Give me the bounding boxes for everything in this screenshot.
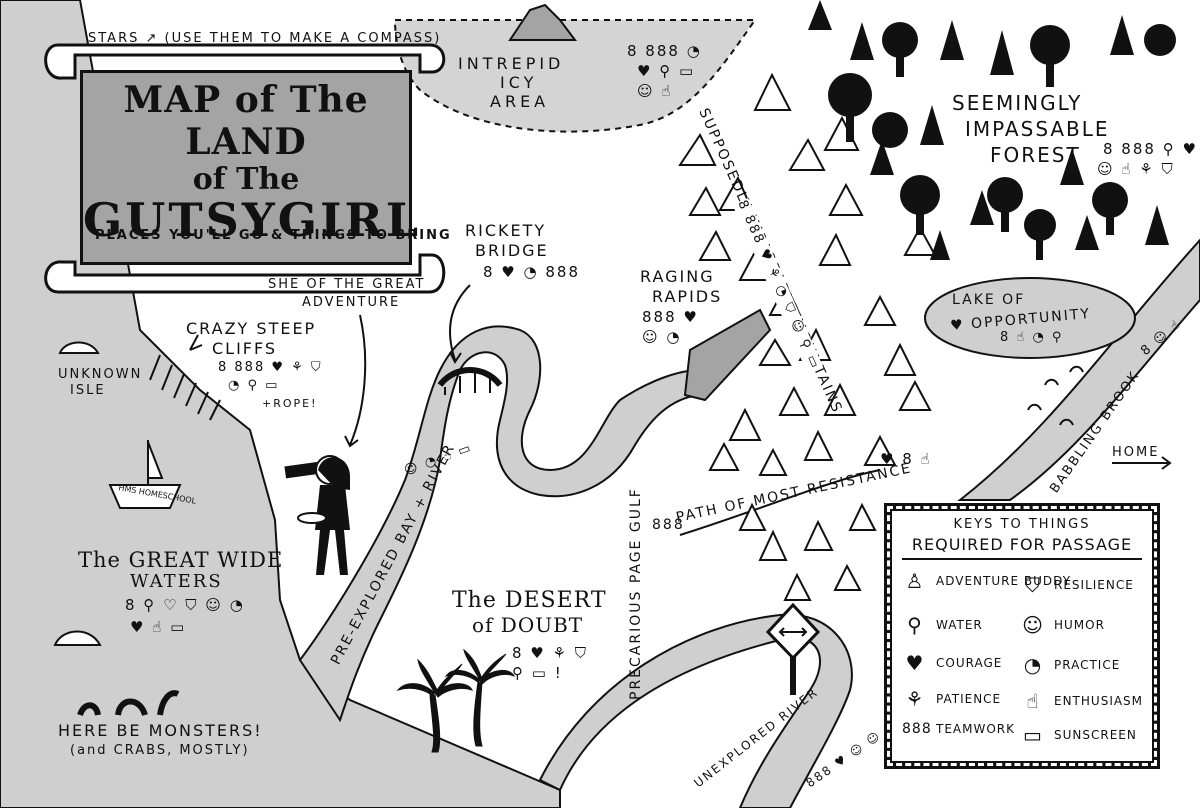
- title-line-1: MAP of The LAND: [123, 79, 369, 163]
- hills: [1027, 365, 1084, 426]
- forest-label-2: IMPASSABLE: [965, 117, 1110, 141]
- lake-label-1: LAKE OF: [952, 292, 1026, 308]
- sea-monsters: [77, 690, 180, 717]
- pre-explored-bay: [298, 325, 701, 723]
- legend-item-resilience: ⛉ RESILIENCE: [1020, 573, 1134, 597]
- road-sign: [765, 602, 821, 695]
- rickety-bridge: [437, 367, 503, 395]
- gulf-label: PRECARIOUS PAGE GULF: [628, 487, 644, 700]
- gutsy-girl-figure: [284, 455, 350, 575]
- enthusiasm-icon: ☝: [1026, 689, 1040, 713]
- forest-icons-2: ☺ ☝ ⚘ ⛉: [1097, 160, 1175, 180]
- cliffs-label-2: CLIFFS: [212, 339, 278, 358]
- forest-label-1: SEEMINGLY: [952, 91, 1083, 115]
- legend-title-top: KEYS TO THINGS: [953, 517, 1091, 532]
- desert-label-1: The DESERT: [452, 588, 607, 613]
- title-banner: MAP of The LAND of The GUTSYGIRL: [80, 70, 422, 265]
- home-label: HOME: [1112, 445, 1160, 460]
- legend-item-practice: ◔ PRACTICE: [1020, 653, 1120, 677]
- rapids-icons-1: 888 ♥: [642, 308, 699, 326]
- crazy-steep-cliffs: [149, 354, 221, 421]
- rope-label: +ROPE!: [262, 397, 318, 410]
- waters-icons-1: 8 ⚲ ♡ ⛉ ☺ ◔: [125, 596, 245, 614]
- legend-item-enthusiasm: ☝ ENTHUSIASM: [1020, 689, 1143, 713]
- icy-icons-3: ☺ ☝: [637, 82, 673, 100]
- waters-label-1: The GREAT WIDE: [78, 548, 284, 572]
- waters-label-2: WATERS: [130, 571, 223, 592]
- rapids-label-1: RAGING: [640, 267, 715, 286]
- iceberg: [508, 3, 577, 41]
- legend-divider: [902, 558, 1142, 560]
- icy-icons-2: ♥ ⚲ ▭: [637, 62, 696, 80]
- legend-item-sunscreen: ▭ SUNSCREEN: [1020, 723, 1137, 747]
- icy-area-label-3: AREA: [490, 92, 550, 111]
- small-isle: [53, 630, 102, 646]
- monsters-label-2: (and CRABS, MOSTLY): [70, 743, 250, 758]
- palm-trees: [396, 648, 516, 753]
- courage-icon: ♥: [905, 651, 925, 675]
- water-icon: ⚲: [907, 613, 923, 637]
- stars-label: STARS ↗ (USE THEM TO MAKE A COMPASS): [88, 31, 442, 46]
- lake-of-opportunity: [924, 277, 1136, 359]
- icy-area-label-2: ICY: [500, 73, 538, 92]
- she-label-1: SHE OF THE GREAT: [268, 277, 426, 292]
- waters-icons-2: ♥ ☝ ▭: [130, 618, 187, 636]
- cliffs-label-1: CRAZY STEEP: [186, 319, 317, 338]
- pointer-arrows: [189, 284, 471, 448]
- title-scroll: [44, 43, 446, 294]
- legend-item-humor: ☺ HUMOR: [1020, 613, 1105, 637]
- legend-title-bottom: REQUIRED FOR PASSAGE: [911, 535, 1133, 554]
- raging-rapids-water: [683, 308, 772, 402]
- forest-icons-1: 8 888 ⚲ ♥: [1103, 140, 1198, 160]
- unknown-isle: [58, 341, 100, 354]
- great-wide-waters: [0, 0, 561, 808]
- home-arrow: [1112, 456, 1172, 470]
- legend-item-adventure-buddy: ♙ ADVENTURE BUDDY: [902, 569, 1071, 593]
- rickety-label-2: BRIDGE: [475, 241, 549, 260]
- path-icons: ♥ 8 ☝: [880, 450, 932, 468]
- legend-item-water: ⚲ WATER: [902, 613, 983, 637]
- resilience-icon: ⛉: [1025, 573, 1041, 597]
- desert-icons-1: 8 ♥ ⚘ ⛉: [512, 644, 588, 662]
- humor-icon: ☺: [1022, 613, 1044, 637]
- patience-icon: ⚘: [905, 687, 925, 711]
- desert-label-2: of DOUBT: [472, 613, 584, 637]
- practice-icon: ◔: [1023, 653, 1043, 677]
- bridge-icons: 8 ♥ ◔ 888: [483, 263, 581, 281]
- seemingly-impassable-forest: [808, 0, 1176, 260]
- unknown-isle-label-1: UNKNOWN: [58, 367, 143, 382]
- legend-item-courage: ♥ COURAGE: [902, 651, 1002, 675]
- rapids-icons-2: ☺ ◔: [642, 328, 682, 346]
- cliffs-icons-2: ◔ ⚲ ▭: [228, 378, 280, 393]
- monsters-label-1: HERE BE MONSTERS!: [58, 721, 263, 740]
- unknown-isle-label-2: ISLE: [70, 383, 106, 398]
- ship-hms-homeschool: [108, 440, 182, 509]
- adventure-buddy-icon: ♙: [905, 569, 925, 593]
- legend-box: KEYS TO THINGS REQUIRED FOR PASSAGE ♙ AD…: [884, 503, 1160, 769]
- icy-area-label-1: INTREPID: [458, 54, 565, 73]
- map-subtitle: PLACES YOU'LL GO & THINGS TO BRING: [95, 228, 452, 243]
- path-of-most-resistance-line: [679, 469, 881, 536]
- forest-label-3: FOREST: [990, 143, 1081, 167]
- teamwork-icon: 888: [902, 721, 932, 737]
- she-label-2: ADVENTURE: [302, 295, 401, 310]
- path-lead-icons: 888: [652, 517, 685, 533]
- rickety-label-1: RICKETY: [465, 221, 547, 240]
- legend-item-teamwork: 888 TEAMWORK: [902, 721, 1015, 737]
- cliffs-icons-1: 8 888 ♥ ⚘ ⛉: [218, 360, 323, 375]
- rapids-label-2: RAPIDS: [652, 287, 723, 306]
- title-line-2: of The: [192, 162, 300, 197]
- desert-icons-2: ⚲ ▭ !: [512, 664, 563, 682]
- sunscreen-icon: ▭: [1023, 723, 1043, 747]
- legend-item-patience: ⚘ PATIENCE: [902, 687, 1001, 711]
- title-line-3: GUTSYGIRL: [83, 193, 422, 247]
- lake-icons: 8 ☝ ◔ ⚲: [1000, 330, 1064, 345]
- icy-icons-1: 8 888 ◔: [627, 42, 702, 60]
